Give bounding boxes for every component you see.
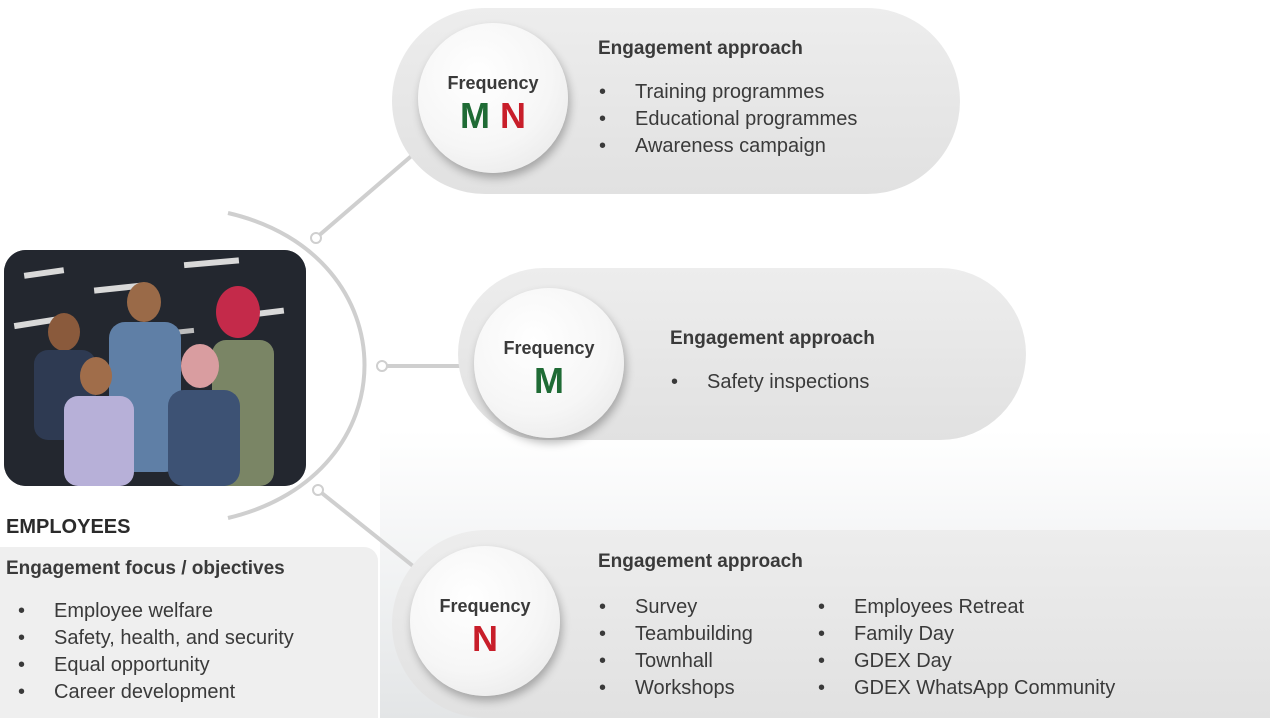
focus-item: Safety, health, and security [18,625,294,652]
employees-photo [4,250,306,486]
approach-item: Workshops [599,675,753,702]
branch-1-frequency-badge: Frequency M N [418,23,568,173]
frequency-code-n: N [500,95,526,136]
branch-3-approach-title: Engagement approach [598,551,803,572]
frequency-code-m: M [534,360,564,401]
connector-node-middle [376,360,388,372]
branch-1-approach-title: Engagement approach [598,38,803,59]
frequency-label: Frequency [447,73,539,93]
frequency-code-n: N [472,618,498,659]
approach-item: Teambuilding [599,621,753,648]
frequency-label: Frequency [439,596,531,616]
focus-item: Employee welfare [18,598,294,625]
frequency-codes: M [474,363,624,399]
frequency-codes: N [410,621,560,657]
focus-item: Career development [18,679,294,706]
approach-item: Training programmes [599,79,857,106]
focus-list: Employee welfare Safety, health, and sec… [18,598,294,706]
branch-3-approach-list-col1: Survey Teambuilding Townhall Workshops [599,594,753,702]
branch-1-approach-list: Training programmes Educational programm… [599,79,857,160]
approach-item: GDEX WhatsApp Community [818,675,1115,702]
frequency-codes: M N [418,98,568,134]
connector-node-top [310,232,322,244]
approach-item: Townhall [599,648,753,675]
connector-arc [227,211,367,520]
branch-2-approach-title: Engagement approach [670,328,875,349]
employees-title: EMPLOYEES [6,516,131,538]
frequency-code-m: M [459,95,490,136]
focus-title: Engagement focus / objectives [6,558,285,579]
approach-item: Survey [599,594,753,621]
approach-item: GDEX Day [818,648,1115,675]
approach-item: Safety inspections [671,369,869,396]
branch-3-approach-list-col2: Employees Retreat Family Day GDEX Day GD… [818,594,1115,702]
branch-2-frequency-badge: Frequency M [474,288,624,438]
approach-item: Awareness campaign [599,133,857,160]
approach-item: Family Day [818,621,1115,648]
frequency-label: Frequency [503,338,595,358]
connector-node-bottom [312,484,324,496]
focus-item: Equal opportunity [18,652,294,679]
branch-2-approach-list: Safety inspections [671,369,869,396]
branch-3-frequency-badge: Frequency N [410,546,560,696]
approach-item: Employees Retreat [818,594,1115,621]
approach-item: Educational programmes [599,106,857,133]
connector-bottom [316,488,430,580]
